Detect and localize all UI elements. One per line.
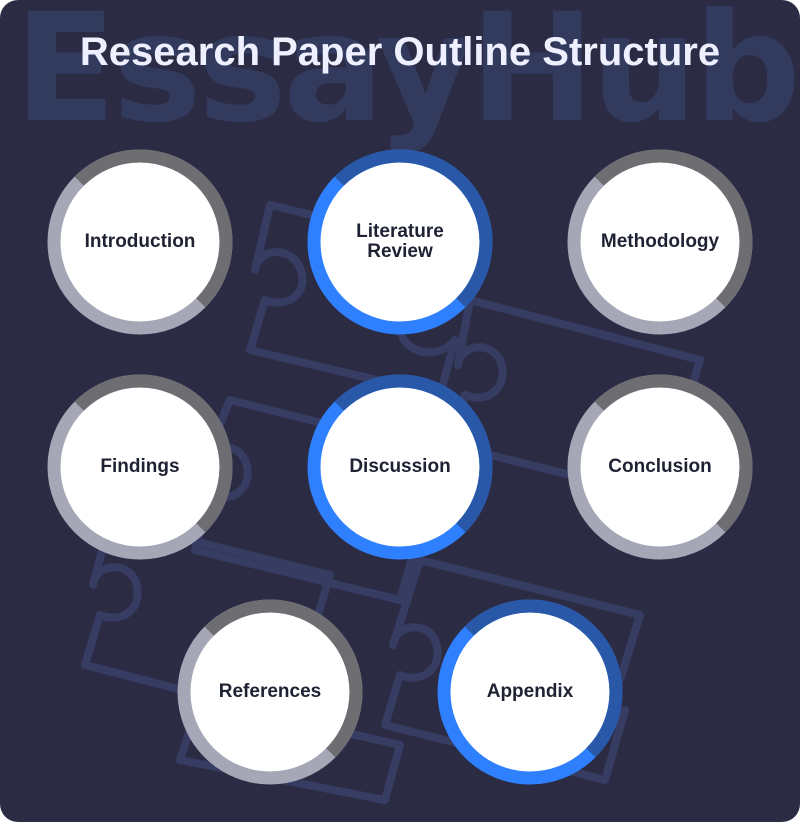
outline-node-6: References — [176, 598, 364, 786]
node-label: Appendix — [486, 681, 574, 703]
outline-node-7: Appendix — [436, 598, 624, 786]
outline-node-3: Findings — [46, 373, 234, 561]
node-label: References — [218, 681, 322, 703]
node-ring-dark — [204, 599, 363, 758]
node-ring — [307, 374, 493, 560]
node-ring — [567, 149, 753, 335]
node-label: Findings — [100, 456, 180, 478]
node-label: Conclusion — [608, 456, 712, 478]
node-ring — [47, 374, 233, 560]
outline-node-2: Methodology — [566, 148, 754, 336]
node-label: Discussion — [349, 456, 451, 478]
node-ring — [177, 599, 363, 785]
node-ring-dark — [594, 374, 753, 533]
node-ring — [567, 374, 753, 560]
node-ring-dark — [334, 149, 493, 308]
watermark-logo: EssayHub — [14, 0, 800, 156]
outline-node-1: Literature Review — [306, 148, 494, 336]
node-ring — [437, 599, 623, 785]
node-ring-dark — [464, 599, 623, 758]
node-ring — [307, 149, 493, 335]
page-title: Research Paper Outline Structure — [79, 30, 721, 74]
node-ring-dark — [74, 149, 233, 308]
node-label: Methodology — [600, 231, 720, 253]
outline-node-0: Introduction — [46, 148, 234, 336]
node-label: Literature Review — [356, 221, 444, 262]
node-ring — [47, 149, 233, 335]
node-label: Introduction — [84, 231, 196, 253]
outline-node-5: Conclusion — [566, 373, 754, 561]
outline-node-4: Discussion — [306, 373, 494, 561]
node-ring-dark — [74, 374, 233, 533]
node-ring-dark — [334, 374, 493, 533]
node-ring-dark — [594, 149, 753, 308]
